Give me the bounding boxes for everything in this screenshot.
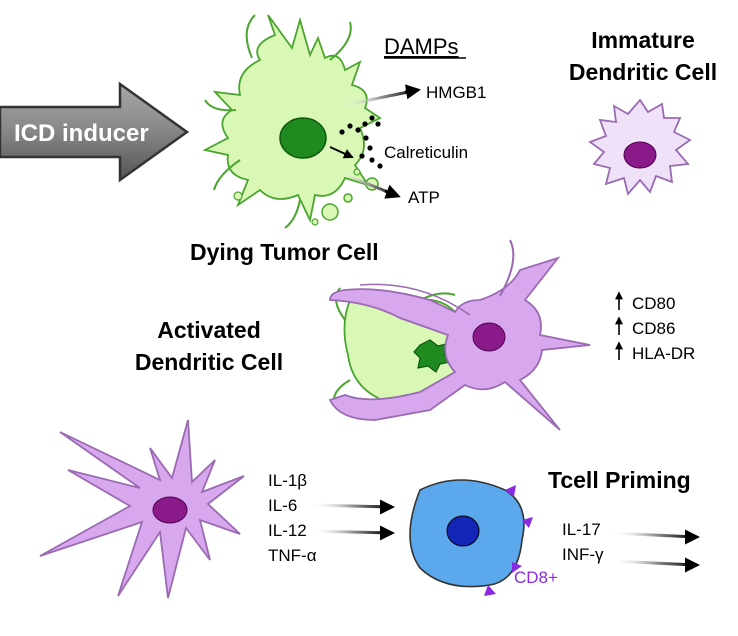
engulfed-tumor-nucleus	[413, 339, 452, 373]
upregulated-markers: CD80 CD86 HLA-DR	[615, 291, 695, 363]
cytokines-right: IL-17 INF-γ	[562, 520, 700, 573]
immature-dendritic-cell: Immature Dendritic Cell	[569, 27, 717, 196]
activated-dendritic-cell-phagocytosis	[328, 239, 591, 431]
tumor-cell-nucleus	[279, 117, 327, 159]
cd8-label: CD8+	[514, 568, 558, 587]
mature-dendritic-cell	[39, 419, 245, 599]
cytokine-arrow-3	[609, 531, 696, 539]
cytokine-arrow-4	[609, 559, 696, 567]
tcell-priming-label: Tcell Priming	[548, 467, 691, 493]
immature-dc-label-line1: Immature	[591, 27, 695, 53]
calreticulin-dots	[339, 115, 383, 169]
cytokine-tnfa: TNF-α	[268, 546, 317, 565]
damps-group: DAMPs HMGB1 Calreticulin ATP	[337, 34, 486, 207]
icd-inducer-label: ICD inducer	[14, 120, 149, 147]
dying-tumor-cell	[202, 14, 383, 229]
mature-dc-body	[39, 419, 245, 599]
damps-title: DAMPs	[384, 34, 459, 59]
tumor-cell-body	[202, 14, 382, 223]
icd-inducer-arrow: ICD inducer	[0, 81, 190, 183]
t-cell: CD8+	[409, 479, 558, 596]
cytokine-arrow-1	[309, 503, 391, 509]
cytokine-infg: INF-γ	[562, 545, 604, 564]
marker-cd86: CD86	[632, 319, 675, 338]
cytokines-left: IL-1β IL-6 IL-12 TNF-α	[268, 471, 395, 565]
dying-tumor-cell-label: Dying Tumor Cell	[190, 239, 379, 265]
marker-hla-dr: HLA-DR	[632, 344, 695, 363]
cd8-receptors	[484, 485, 533, 596]
activated-dc-body	[328, 256, 591, 431]
activated-dc-label-line2: Dendritic Cell	[135, 349, 283, 375]
immature-dc-label-line2: Dendritic Cell	[569, 59, 717, 85]
cytokine-il1b: IL-1β	[268, 471, 307, 490]
activated-dc-nucleus	[472, 322, 506, 352]
marker-cd80: CD80	[632, 294, 675, 313]
damp-atp: ATP	[408, 188, 440, 207]
immature-dc-nucleus	[623, 141, 657, 169]
cytokine-il12: IL-12	[268, 521, 307, 540]
t-cell-nucleus	[446, 515, 480, 547]
activated-dc-label-line1: Activated	[157, 317, 261, 343]
damp-calreticulin: Calreticulin	[384, 143, 468, 162]
damp-hmgb1: HMGB1	[426, 83, 486, 102]
mature-dc-nucleus	[152, 496, 188, 524]
cytokine-il17: IL-17	[562, 520, 601, 539]
cytokine-il6: IL-6	[268, 496, 297, 515]
cytokine-arrow-2	[309, 529, 391, 535]
